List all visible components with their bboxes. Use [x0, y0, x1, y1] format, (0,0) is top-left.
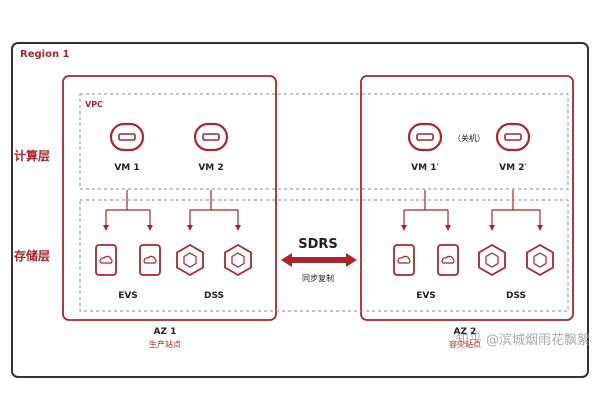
vpc-label: VPC: [85, 100, 103, 109]
vm2-icon: [193, 122, 229, 152]
az2-dss-label: DSS: [506, 291, 526, 301]
az1-evs-connector: [103, 190, 153, 231]
vm1-replica-icon: [407, 122, 443, 152]
vm2-replica-icon: [495, 122, 531, 152]
az2-subtitle: 容灾站点: [449, 339, 481, 349]
sdrs-label: SDRS: [298, 237, 338, 252]
vm-shutdown-note: （关机）: [453, 133, 485, 143]
az2-dss-connector: [489, 190, 543, 231]
az2-evs-connector: [401, 190, 451, 231]
az2-name: AZ 2: [454, 327, 477, 337]
az1-dss-connector: [187, 190, 241, 231]
evs-disk-icon: [95, 244, 117, 276]
vpc-compute-band: [79, 93, 569, 190]
evs-disk-icon: [139, 244, 161, 276]
az2-box: [360, 75, 574, 321]
dss-storage-icon: [224, 243, 252, 277]
evs-disk-icon: [393, 244, 415, 276]
vm1-label: VM 1: [114, 163, 139, 173]
az2-evs-label: EVS: [416, 291, 436, 301]
dss-storage-icon: [526, 243, 554, 277]
az1-evs-label: EVS: [118, 291, 138, 301]
vm1-replica-label: VM 1′: [411, 163, 439, 173]
vm2-label: VM 2: [198, 163, 223, 173]
zhihu-watermark: 知乎 @滨城烟雨花飘絮: [456, 332, 590, 348]
az1-subtitle: 生产站点: [149, 339, 181, 349]
storage-band: [79, 199, 569, 312]
region-label: Region 1: [20, 49, 70, 60]
az1-dss-label: DSS: [204, 291, 224, 301]
sdrs-caption: 同步复制: [302, 273, 334, 283]
evs-disk-icon: [437, 244, 459, 276]
az1-box: [62, 75, 277, 321]
compute-layer-label: 计算层: [14, 148, 50, 163]
dss-storage-icon: [176, 243, 204, 277]
sdrs-double-arrow-icon: [281, 253, 357, 267]
vm1-icon: [109, 122, 145, 152]
storage-layer-label: 存储层: [13, 248, 50, 263]
dss-storage-icon: [478, 243, 506, 277]
vm2-replica-label: VM 2′: [499, 163, 527, 173]
az1-name: AZ 1: [154, 327, 177, 337]
region-frame: [11, 42, 589, 378]
